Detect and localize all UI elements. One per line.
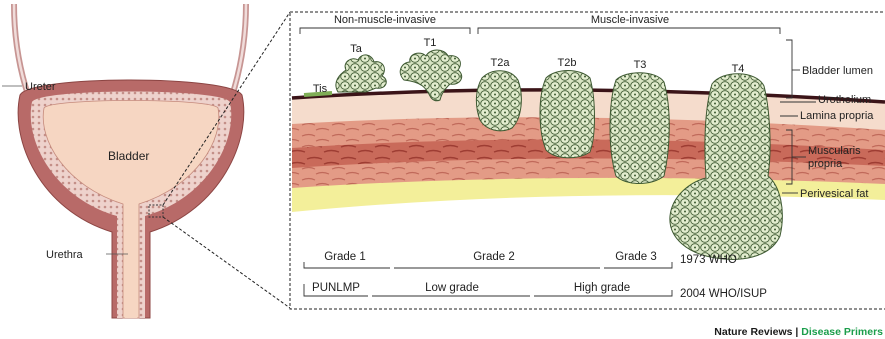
grade-1973-1: Grade 1 [324,251,366,263]
stage-label-t2b: T2b [558,57,577,69]
tumour-t2a [476,71,521,131]
grade-2004-punlmp: PUNLMP [312,282,360,294]
tumour-t3 [610,73,669,184]
layer-label-lumen: Bladder lumen [802,65,873,77]
zoom-line-bottom [163,217,290,308]
stage-label-t2a: T2a [491,57,511,69]
muscularis-line-1: Muscularis [808,145,861,157]
figure-credit: Nature Reviews | Disease Primers [714,326,883,338]
muscularis-line-2: propria [808,158,843,170]
bladder-label: Bladder [108,149,149,163]
ureter-label: Ureter [25,81,56,93]
grade-2004-high: High grade [574,282,630,294]
layer-label-perivesical: Perivesical fat [800,188,868,200]
grade-2004-low: Low grade [425,282,479,294]
tumour-t2b [540,71,595,158]
credit-journal: Nature Reviews [714,326,792,338]
urethra-label: Urethra [46,249,84,261]
grading-1973-system: 1973 WHO [680,254,737,266]
credit-separator: | [795,326,798,338]
stage-label-tis: Tis [313,83,328,95]
stage-label-t1: T1 [424,37,437,49]
stage-label-ta: Ta [350,43,363,55]
grade-1973-2: Grade 2 [473,251,515,263]
stage-label-t3: T3 [634,59,647,71]
layer-label-urothelium: Urothelium [818,94,871,106]
bladder-overview-illustration: Ureter Bladder Urethra [2,4,246,318]
stage-label-t4: T4 [732,63,745,75]
non-muscle-invasive-label: Non-muscle-invasive [334,14,436,26]
grading-2004-system: 2004 WHO/ISUP [680,288,767,300]
grade-1973-3: Grade 3 [615,251,657,263]
layer-label-lamina: Lamina propria [800,110,874,122]
credit-series: Disease Primers [801,326,883,338]
muscle-invasive-label: Muscle-invasive [591,14,669,26]
